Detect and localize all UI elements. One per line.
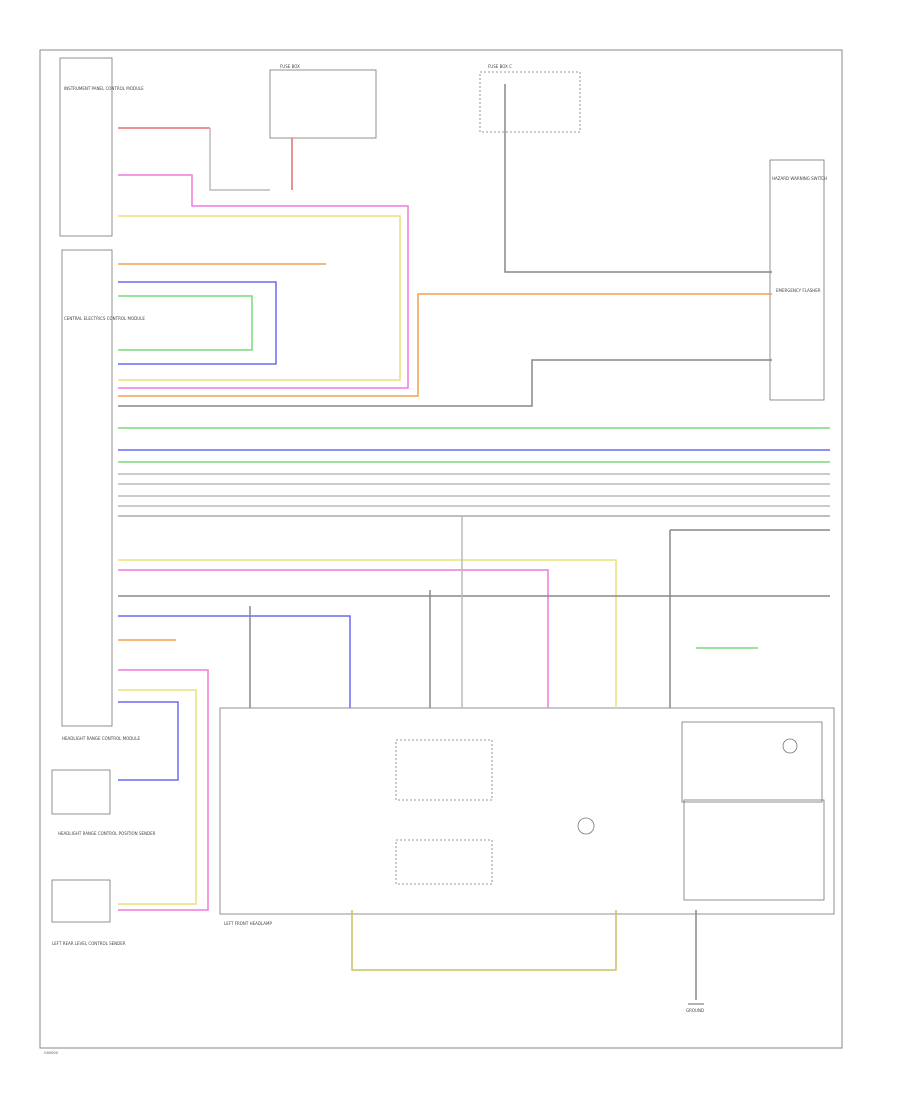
- ground-label: GROUND: [686, 1008, 704, 1013]
- front-sensor-box: [51, 769, 111, 815]
- left-module-top-label: INSTRUMENT PANEL CONTROL MODULE: [64, 86, 144, 91]
- wire-yellow-1: [118, 215, 401, 381]
- rear-sensor-box: [51, 879, 111, 923]
- left-module-top: [59, 57, 113, 237]
- right-module-label: HAZARD WARNING SWITCH: [772, 176, 827, 181]
- wire-orange-1: [118, 293, 772, 397]
- left-module-central-label: CENTRAL ELECTRICS CONTROL MODULE: [64, 316, 145, 321]
- wire-yellow-3: [118, 689, 197, 905]
- inner-box-3: [681, 721, 823, 803]
- wire-thin-6: [209, 128, 270, 191]
- wire-blue-1: [118, 281, 277, 365]
- footer-id: G00000: [44, 1051, 58, 1055]
- left-headlamp-box: [219, 707, 835, 915]
- inner-box-2: [395, 839, 493, 885]
- wire-yellow-2: [118, 559, 617, 708]
- bulb-icon: [577, 817, 595, 835]
- fuse-box-2: [479, 71, 581, 133]
- wire-pink-1: [118, 174, 409, 389]
- wire-grey-2: [504, 84, 772, 273]
- wire-olive-bottom: [351, 910, 617, 971]
- bulb-icon-2: [782, 738, 798, 754]
- left-module-central: [61, 249, 113, 727]
- inner-box-4: [683, 799, 825, 901]
- wire-green-2: [118, 295, 253, 351]
- wire-pink-3: [118, 669, 209, 911]
- wire-grey-1: [118, 359, 772, 407]
- right-relay-label: EMERGENCY FLASHER: [776, 288, 821, 293]
- left-headlamp-label: LEFT FRONT HEADLAMP: [224, 921, 272, 926]
- front-sensor-label: HEADLIGHT RANGE CONTROL POSITION SENDER: [58, 831, 156, 836]
- diagram-frame: [39, 49, 843, 1049]
- fuse-box-2-label: FUSE BOX C: [488, 64, 512, 69]
- right-module-box: [769, 159, 825, 401]
- fuse-box-1-label: FUSE BOX: [280, 64, 300, 69]
- fuse-box-1: [269, 69, 377, 139]
- wire-pink-2: [118, 569, 549, 708]
- wire-blue-3: [118, 615, 351, 708]
- rear-sensor-label: LEFT REAR LEVEL CONTROL SENDER: [52, 941, 126, 946]
- left-module-lower-label: HEADLIGHT RANGE CONTROL MODULE: [62, 736, 140, 741]
- wire-blue-4: [118, 701, 179, 781]
- inner-box-1: [395, 739, 493, 801]
